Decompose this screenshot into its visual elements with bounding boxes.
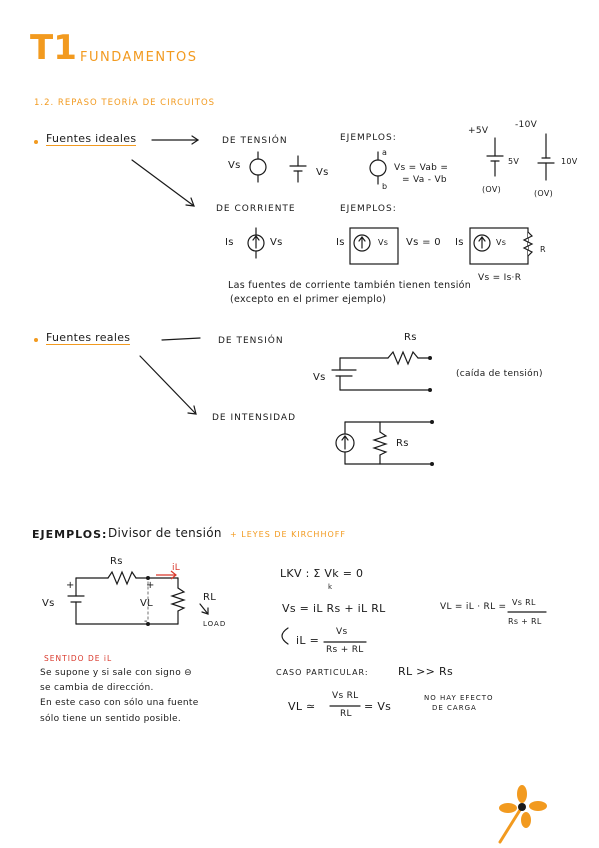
direction-note-4: sólo tiene un sentido posible. xyxy=(40,714,182,724)
rs-example: Rs xyxy=(110,556,123,567)
examples-heading: EJEMPLOS: xyxy=(32,528,108,541)
section-heading: 1.2. REPASO TEORÍA DE CIRCUITOS xyxy=(34,98,216,108)
no-load-effect-2: DE CARGA xyxy=(432,704,477,712)
is-label-2: Is xyxy=(336,237,345,248)
ideal-examples-label: EJEMPLOS: xyxy=(340,133,397,143)
chapter-title: FUNDAMENTOS xyxy=(80,50,198,65)
kirchhoff-label: + LEYES DE KIRCHHOFF xyxy=(230,530,346,539)
plus-sign-1: + xyxy=(66,580,75,591)
arrow-real-current xyxy=(139,355,197,415)
kvl-expanded: Vs = iL Rs + iL RL xyxy=(282,602,386,615)
vl-approx-den: RL xyxy=(340,709,352,719)
il-equation-den: Rs + RL xyxy=(326,645,364,655)
plus-5v: +5V xyxy=(468,126,489,136)
vl-equation-den: Rs + RL xyxy=(508,617,542,626)
ground-2: (OV) xyxy=(534,189,554,198)
current-source-1 xyxy=(247,227,265,259)
rs-label-2: Rs xyxy=(396,438,409,449)
arrow-ideal-current xyxy=(131,159,195,207)
arrow-ideal-voltage xyxy=(151,135,200,145)
flower-icon xyxy=(498,785,547,844)
lkv-equation: LKV : Σ Vk = 0 xyxy=(280,567,364,580)
plus-sign-2: + xyxy=(146,580,155,591)
chapter-number: T1 xyxy=(30,28,77,68)
ten-v: 10V xyxy=(561,157,578,166)
ideal-sources-label: Fuentes ideales xyxy=(46,132,137,146)
voltage-source-ab xyxy=(369,151,387,185)
bullet-real xyxy=(34,338,38,342)
vs-eq-2: = Va - Vb xyxy=(402,175,447,185)
vs-label-5: Vs xyxy=(496,238,507,247)
current-direction-heading: SENTIDO DE iL xyxy=(44,654,113,663)
ideal-examples-label-2: EJEMPLOS: xyxy=(340,204,397,214)
il-equation-num: Vs xyxy=(336,627,348,637)
vs-isr: Vs = Is·R xyxy=(478,273,522,283)
note-line-2: (excepto en el primer ejemplo) xyxy=(230,294,387,305)
vl-approx: VL ≃ xyxy=(288,700,316,713)
il-equation: iL = xyxy=(296,634,320,647)
current-arrow-il xyxy=(156,570,177,580)
vs-label-3: Vs xyxy=(270,237,283,248)
ideal-current-label: DE CORRIENTE xyxy=(216,204,296,214)
divider-title: Divisor de tensión xyxy=(108,526,222,540)
real-current-circuit xyxy=(335,420,434,466)
current-source-short xyxy=(349,227,399,265)
voltage-source-symbol xyxy=(249,151,267,183)
substitution-arrow xyxy=(281,627,289,645)
vs-eq-1: Vs = Vab = xyxy=(394,163,449,173)
bullet-ideal xyxy=(34,140,38,144)
vs-label-2: Vs xyxy=(316,167,329,178)
arrow-real-voltage xyxy=(161,337,201,341)
current-source-resistor xyxy=(469,227,534,265)
real-voltage-label: DE TENSIÓN xyxy=(218,336,284,346)
voltage-divider-circuit xyxy=(67,570,209,626)
node-b: b xyxy=(382,182,388,191)
real-current-label: DE INTENSIDAD xyxy=(212,413,297,423)
rs-label-1: Rs xyxy=(404,332,417,343)
load-label: LOAD xyxy=(203,620,227,628)
minus-10v: -10V xyxy=(515,120,538,130)
battery-symbol xyxy=(289,155,307,183)
vs-label-1: Vs xyxy=(228,160,241,171)
rl-example: RL xyxy=(203,592,217,603)
vs-zero: Vs = 0 xyxy=(406,237,441,248)
vs-label-4: Vs xyxy=(378,238,389,247)
is-label-3: Is xyxy=(455,237,464,248)
note-line-1: Las fuentes de corriente también tienen … xyxy=(228,280,472,291)
is-label-1: Is xyxy=(225,237,234,248)
vs-example: Vs xyxy=(42,598,55,609)
direction-note-2: se cambia de dirección. xyxy=(40,683,154,693)
batteries-5v-10v xyxy=(486,133,555,181)
vl-equation-num: Vs RL xyxy=(512,598,536,607)
il-example: iL xyxy=(172,563,181,573)
special-case-label: CASO PARTICULAR: xyxy=(276,668,369,677)
direction-note-1: Se supone y si sale con signo ⊖ xyxy=(40,668,192,678)
ground-1: (OV) xyxy=(482,185,502,194)
five-v: 5V xyxy=(508,157,520,166)
node-a: a xyxy=(382,148,388,157)
vl-equation: VL = iL · RL = xyxy=(440,602,507,612)
real-voltage-circuit xyxy=(331,350,432,392)
lkv-subscript: k xyxy=(328,583,333,591)
vs-label-real: Vs xyxy=(313,372,326,383)
no-load-effect-1: NO HAY EFECTO xyxy=(424,694,494,702)
vl-approx-num: Vs RL xyxy=(332,691,359,701)
fraction-bars xyxy=(323,611,547,707)
ideal-voltage-label: DE TENSIÓN xyxy=(222,136,288,146)
vl-example: VL xyxy=(140,598,154,609)
vl-approx-result: = Vs xyxy=(364,700,392,713)
voltage-drop-note: (caída de tensión) xyxy=(456,369,543,379)
real-sources-label: Fuentes reales xyxy=(46,331,131,345)
resistor-r: R xyxy=(540,245,546,254)
direction-note-3: En este caso con sólo una fuente xyxy=(40,698,199,708)
minus-sign: - xyxy=(144,616,148,627)
special-case-condition: RL >> Rs xyxy=(398,665,453,678)
